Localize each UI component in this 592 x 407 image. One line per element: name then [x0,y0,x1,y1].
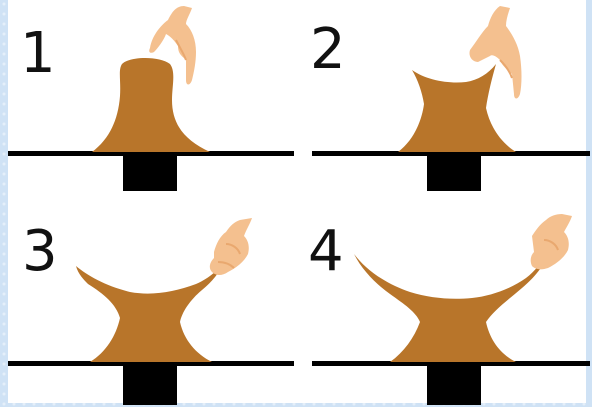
step-4-clay-bowl [354,254,548,362]
step-3-hand [210,218,252,275]
step-3-wheel-base [123,363,177,405]
step-1-wheel-base [123,153,177,191]
step-2-number: 2 [310,22,346,78]
step-4-hand [531,214,572,269]
step-3-number: 3 [22,224,58,280]
step-3-clay-widened [76,262,224,362]
step-4-wheel-base [427,363,481,405]
step-2-group [312,6,590,191]
step-2-wheel-base [427,153,481,191]
step-1-number: 1 [20,26,56,82]
step-4-group [312,214,590,405]
step-4-number: 4 [308,224,344,280]
step-2-clay-opened [398,64,516,152]
